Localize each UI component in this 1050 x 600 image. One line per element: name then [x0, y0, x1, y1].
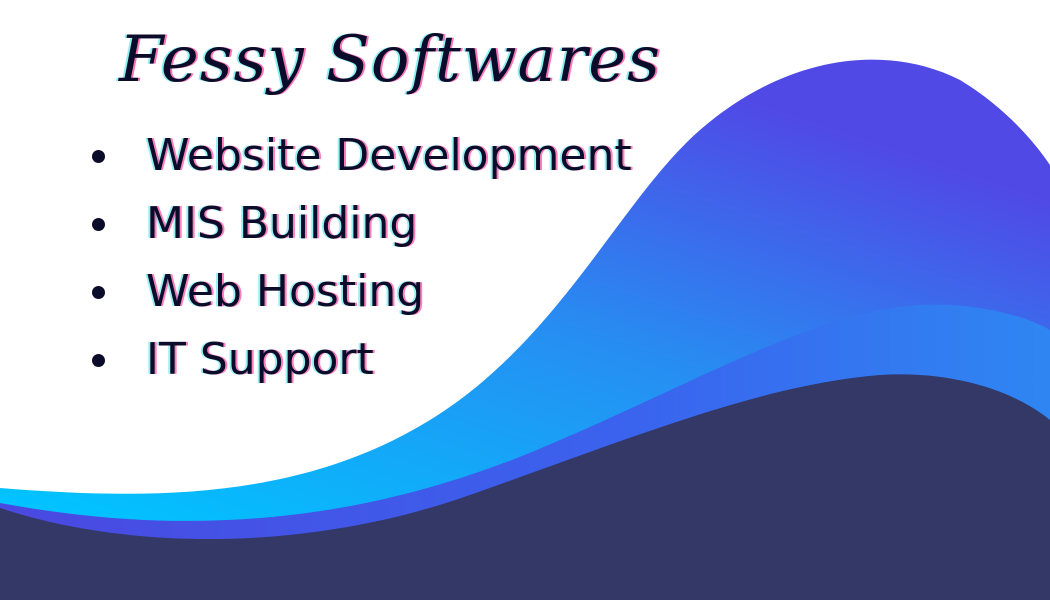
service-item-mis-building: MIS Building	[92, 190, 632, 258]
service-item-it-support: IT Support	[92, 326, 632, 394]
service-label: Web Hosting	[146, 266, 425, 317]
company-title: Fessy Softwares	[119, 23, 661, 97]
bullet-icon	[92, 150, 105, 163]
bullet-icon	[92, 218, 105, 231]
bullet-icon	[92, 286, 105, 299]
service-label: MIS Building	[146, 198, 418, 249]
service-item-web-hosting: Web Hosting	[92, 258, 632, 326]
service-item-website-development: Website Development	[92, 122, 632, 190]
service-label: IT Support	[146, 334, 374, 385]
services-list: Website Development MIS Building Web Hos…	[92, 122, 632, 394]
wave-bottom	[0, 374, 1050, 600]
bullet-icon	[92, 354, 105, 367]
service-label: Website Development	[146, 130, 632, 181]
